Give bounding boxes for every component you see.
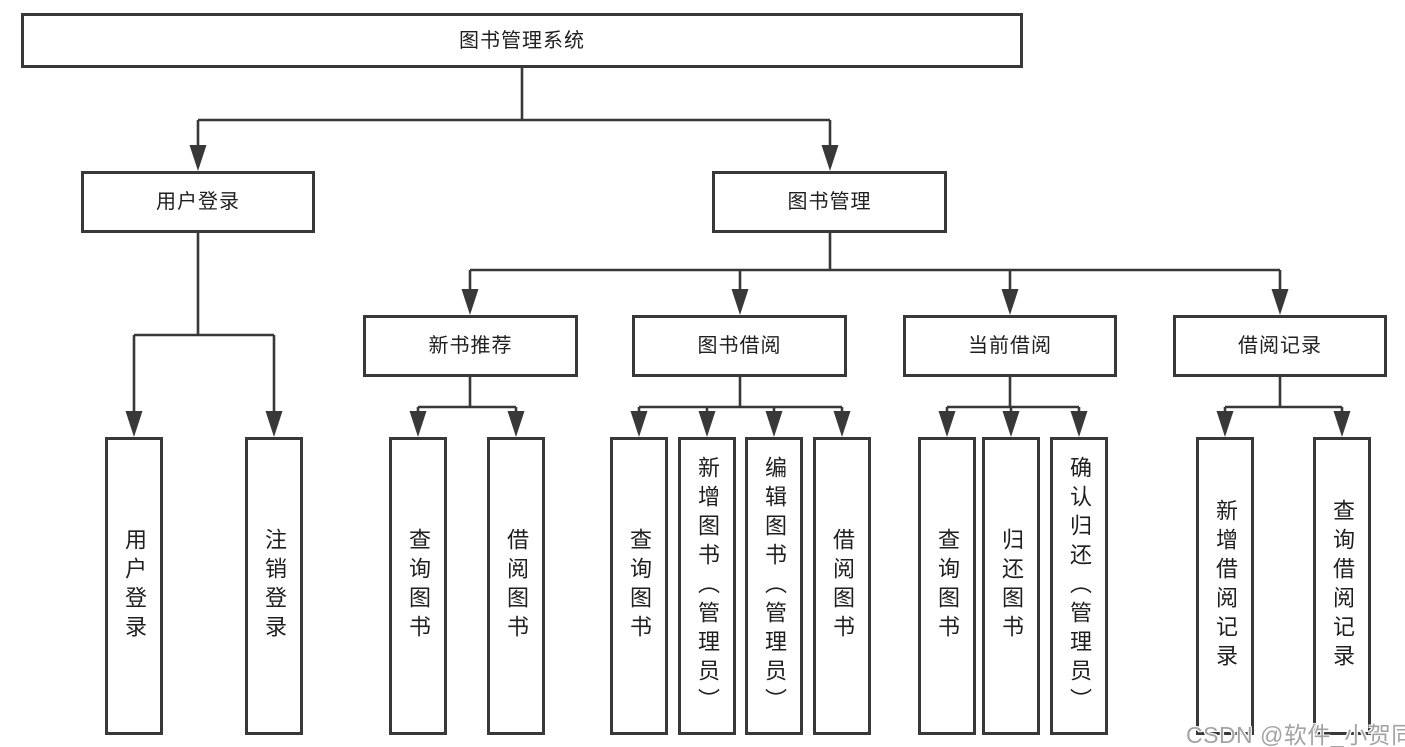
node-label: 查询图书 (627, 528, 652, 644)
node-label: 确认归还（管理员） (1067, 455, 1092, 717)
node-label: 当前借阅 (968, 335, 1052, 357)
node-logout-leaf: 注销登录 (245, 437, 303, 735)
node-query-books-borrowing: 查询图书 (610, 437, 668, 735)
node-add-borrow-record: 新增借阅记录 (1196, 437, 1254, 735)
node-label: 用户登录 (156, 191, 240, 213)
node-return-books: 归还图书 (982, 437, 1040, 735)
node-label: 编辑图书（管理员） (762, 455, 787, 717)
node-label: 注销登录 (262, 528, 287, 644)
arrowheads (125, 145, 1351, 437)
node-confirm-return-admin: 确认归还（管理员） (1050, 437, 1108, 735)
node-borrow-books-recommend: 借阅图书 (487, 437, 545, 735)
node-label: 查询借阅记录 (1330, 499, 1355, 673)
node-label: 图书管理系统 (459, 29, 585, 52)
node-query-books-current: 查询图书 (918, 437, 976, 735)
node-label: 图书借阅 (697, 335, 782, 357)
node-label: 借阅记录 (1238, 335, 1322, 357)
node-book-borrowing: 图书借阅 (632, 315, 847, 377)
node-label: 新增图书（管理员） (695, 455, 720, 717)
node-label: 用户登录 (122, 528, 147, 644)
node-user-login: 用户登录 (81, 171, 315, 233)
csdn-watermark: CSDN @软件_小贺同学 (1186, 722, 1405, 747)
node-borrowing-records: 借阅记录 (1173, 315, 1387, 377)
node-edit-book-admin: 编辑图书（管理员） (745, 437, 803, 735)
node-current-borrowing: 当前借阅 (903, 315, 1117, 377)
node-label: 借阅图书 (504, 528, 529, 644)
node-label: 查询图书 (406, 528, 431, 644)
node-borrow-books-borrowing: 借阅图书 (813, 437, 871, 735)
node-label: 借阅图书 (830, 528, 855, 644)
node-label: 图书管理 (787, 191, 872, 213)
node-query-books-recommend: 查询图书 (389, 437, 447, 735)
node-library-management-system: 图书管理系统 (21, 13, 1023, 68)
node-user-login-leaf: 用户登录 (105, 437, 163, 735)
node-new-book-recommend: 新书推荐 (363, 315, 578, 377)
node-add-book-admin: 新增图书（管理员） (678, 437, 736, 735)
node-label: 查询图书 (935, 528, 960, 644)
node-label: 新增借阅记录 (1213, 499, 1238, 673)
node-label: 归还图书 (999, 528, 1024, 644)
node-query-borrow-record: 查询借阅记录 (1313, 437, 1371, 735)
node-book-management: 图书管理 (712, 171, 947, 233)
node-label: 新书推荐 (428, 335, 513, 357)
